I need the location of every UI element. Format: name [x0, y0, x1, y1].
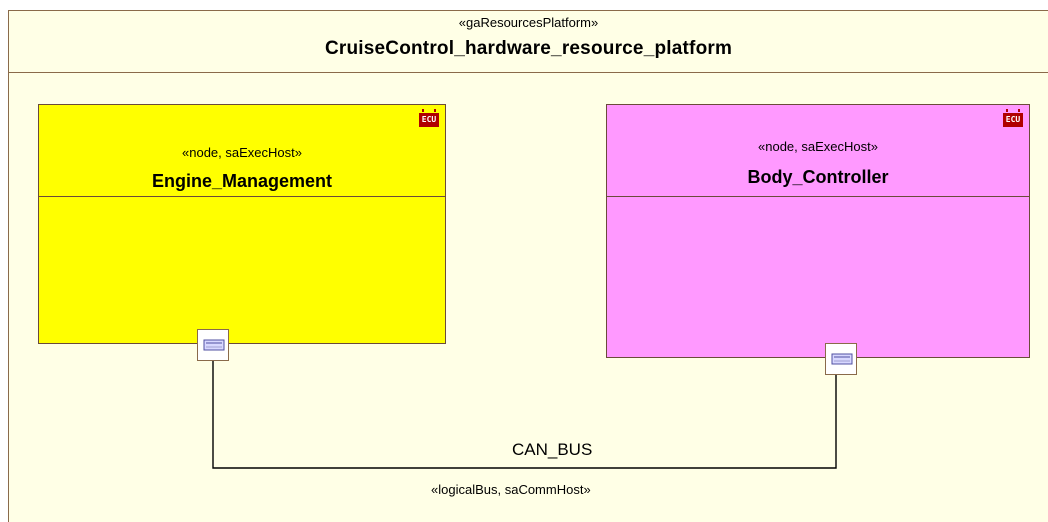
bus-port-engine-management[interactable] [197, 329, 229, 361]
ecu-icon: ECU [419, 109, 439, 127]
bus-port-body-controller[interactable] [825, 343, 857, 375]
bus-name: CAN_BUS [512, 440, 593, 459]
bus-stereotype: «logicalBus, saCommHost» [431, 482, 591, 497]
node-header: «node, saExecHost» Body_Controller [607, 105, 1029, 197]
node-stereotype: «node, saExecHost» [182, 145, 302, 160]
node-name: Body_Controller [747, 167, 889, 187]
node-body-controller[interactable]: «node, saExecHost» Body_Controller ECU [606, 104, 1030, 358]
port-icon [203, 339, 225, 351]
platform-header: «gaResourcesPlatform» CruiseControl_hard… [9, 11, 1048, 73]
node-name: Engine_Management [151, 171, 333, 191]
ecu-icon: ECU [1003, 109, 1023, 127]
node-header: «node, saExecHost» Engine_Management [39, 105, 445, 197]
platform-name: CruiseControl_hardware_resource_platform [324, 38, 733, 59]
node-stereotype: «node, saExecHost» [758, 139, 878, 154]
platform-stereotype: «gaResourcesPlatform» [458, 15, 599, 30]
port-icon [831, 353, 853, 365]
node-engine-management[interactable]: «node, saExecHost» Engine_Management ECU [38, 104, 446, 344]
